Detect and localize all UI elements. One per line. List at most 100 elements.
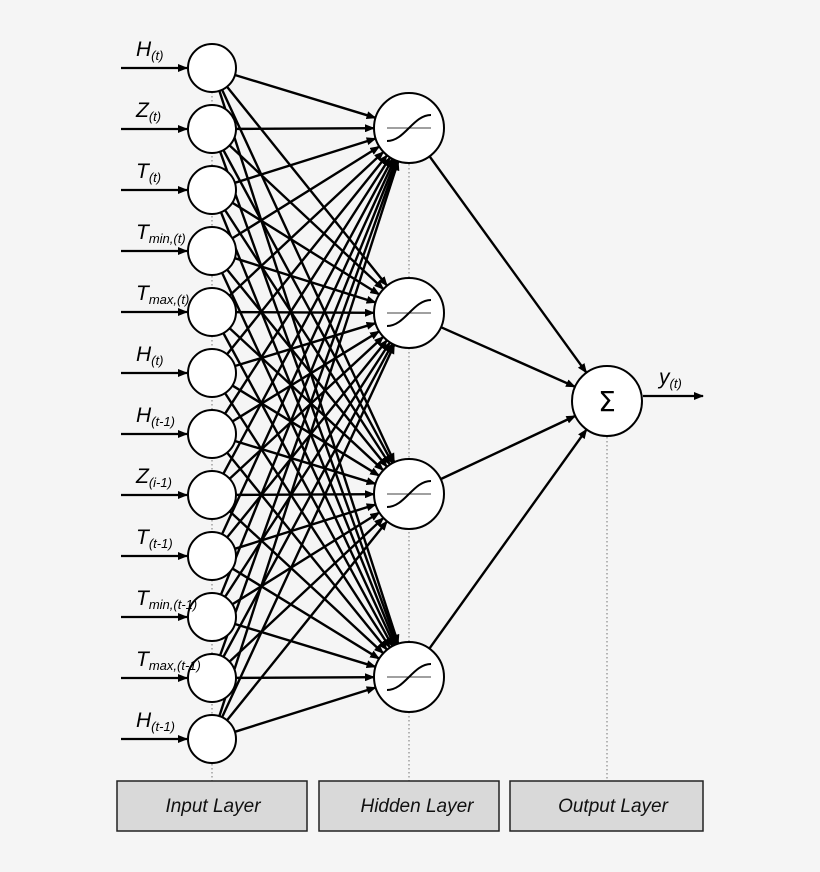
input-hidden-connection xyxy=(220,158,396,535)
input-hidden-connection xyxy=(218,151,399,646)
input-hidden-connection xyxy=(222,342,394,658)
input-label-main: H xyxy=(136,38,152,61)
input-label: Tmin,(t) xyxy=(136,221,186,246)
hidden-output-connection xyxy=(440,414,577,481)
hidden-node xyxy=(373,458,445,530)
input-node xyxy=(187,409,237,459)
output-layer-label: Output Layer xyxy=(558,796,669,817)
hidden-layer-label: Hidden Layer xyxy=(360,796,474,817)
input-label: T(t) xyxy=(136,160,161,185)
hidden-output-connection xyxy=(428,428,588,650)
input-hidden-connection xyxy=(235,308,376,317)
input-hidden-connection xyxy=(219,159,398,596)
input-hidden-connection xyxy=(226,451,388,651)
input-node xyxy=(187,470,237,520)
input-hidden-connection xyxy=(231,511,381,606)
input-label-sub: (t-1) xyxy=(151,414,175,429)
input-label-main: Z xyxy=(135,465,150,488)
input-hidden-connection xyxy=(234,321,377,368)
input-hidden-connection xyxy=(231,384,381,477)
input-hidden-connection xyxy=(218,160,399,656)
input-node xyxy=(187,531,237,581)
input-hidden-connection xyxy=(226,154,389,356)
hidden-output-connection xyxy=(428,155,588,374)
input-label: Z(t) xyxy=(135,99,161,124)
input-node xyxy=(187,714,237,764)
input-label-sub: max,(t-1) xyxy=(149,658,201,673)
input-hidden-connection xyxy=(226,85,389,287)
connections xyxy=(218,73,588,733)
input-hidden-connection xyxy=(218,90,400,645)
input-hidden-connection xyxy=(218,160,400,717)
hidden-layer-nodes xyxy=(373,92,445,713)
input-layer-box: Input Layer xyxy=(116,780,308,832)
input-node xyxy=(187,226,237,276)
input-label: H(t) xyxy=(136,343,163,368)
input-hidden-connection xyxy=(234,622,377,669)
input-node xyxy=(187,165,237,215)
input-label-sub: min,(t) xyxy=(149,231,186,246)
output-label-main: y xyxy=(657,366,671,389)
input-node xyxy=(187,104,237,154)
hidden-node xyxy=(373,641,445,713)
input-hidden-connection xyxy=(224,209,391,466)
input-label: H(t-1) xyxy=(136,404,175,429)
input-hidden-connection xyxy=(220,343,396,718)
hidden-node xyxy=(373,277,445,349)
input-label-sub: (i-1) xyxy=(149,475,172,490)
input-label-sub: (t) xyxy=(151,48,163,63)
input-hidden-connection xyxy=(224,392,391,649)
input-label-main: H xyxy=(136,343,152,366)
input-hidden-connection xyxy=(220,89,396,464)
input-hidden-connection xyxy=(234,439,377,486)
sigmoid-icon xyxy=(386,663,432,691)
input-hidden-connection xyxy=(228,151,385,297)
input-node xyxy=(187,653,237,703)
input-hidden-connection xyxy=(234,137,377,184)
input-hidden-connection xyxy=(234,257,377,304)
input-hidden-connection xyxy=(220,272,396,647)
input-node xyxy=(187,43,237,93)
input-label: T(t-1) xyxy=(136,526,173,551)
input-hidden-connection xyxy=(228,517,385,663)
input-hidden-connection xyxy=(223,156,392,415)
input-label: H(t) xyxy=(136,38,163,63)
input-hidden-connection xyxy=(222,332,394,648)
input-hidden-connection xyxy=(228,510,385,655)
input-label: Z(i-1) xyxy=(135,465,172,490)
output-label: y(t) xyxy=(657,366,682,391)
input-label-sub: min,(t-1) xyxy=(149,597,197,612)
input-hidden-connection xyxy=(222,157,394,475)
input-node xyxy=(187,348,237,398)
input-hidden-connection xyxy=(231,567,381,660)
input-hidden-connection xyxy=(231,330,381,423)
input-hidden-connection xyxy=(224,341,391,598)
input-hidden-connection xyxy=(226,268,388,468)
input-label-main: T xyxy=(136,648,151,671)
input-hidden-connection xyxy=(228,335,385,480)
input-label-main: H xyxy=(136,404,152,427)
sigma-symbol: Σ xyxy=(598,385,616,418)
input-label-sub: max,(t) xyxy=(149,292,189,307)
input-hidden-connection xyxy=(231,145,381,240)
hidden-layer-box: Hidden Layer xyxy=(318,780,500,832)
input-node xyxy=(187,287,237,337)
input-hidden-connection xyxy=(219,211,397,646)
input-label-sub: (t-1) xyxy=(151,719,175,734)
input-label-main: T xyxy=(136,526,151,549)
input-hidden-connection xyxy=(226,339,388,539)
input-label-sub: (t) xyxy=(151,353,163,368)
input-hidden-connection xyxy=(234,73,377,120)
input-label: Tmax,(t) xyxy=(136,282,189,307)
input-labels: H(t)Z(t)T(t)Tmin,(t)Tmax,(t)H(t)H(t-1)Z(… xyxy=(135,38,201,734)
input-arrows xyxy=(121,64,188,743)
input-label: Tmax,(t-1) xyxy=(136,648,201,673)
input-hidden-connection xyxy=(222,149,394,465)
hidden-output-connection xyxy=(440,326,576,388)
input-label: H(t-1) xyxy=(136,709,175,734)
input-layer-label: Input Layer xyxy=(165,796,261,817)
input-label: Tmin,(t-1) xyxy=(136,587,197,612)
input-label-main: T xyxy=(136,282,151,305)
input-layer-nodes xyxy=(187,43,237,764)
